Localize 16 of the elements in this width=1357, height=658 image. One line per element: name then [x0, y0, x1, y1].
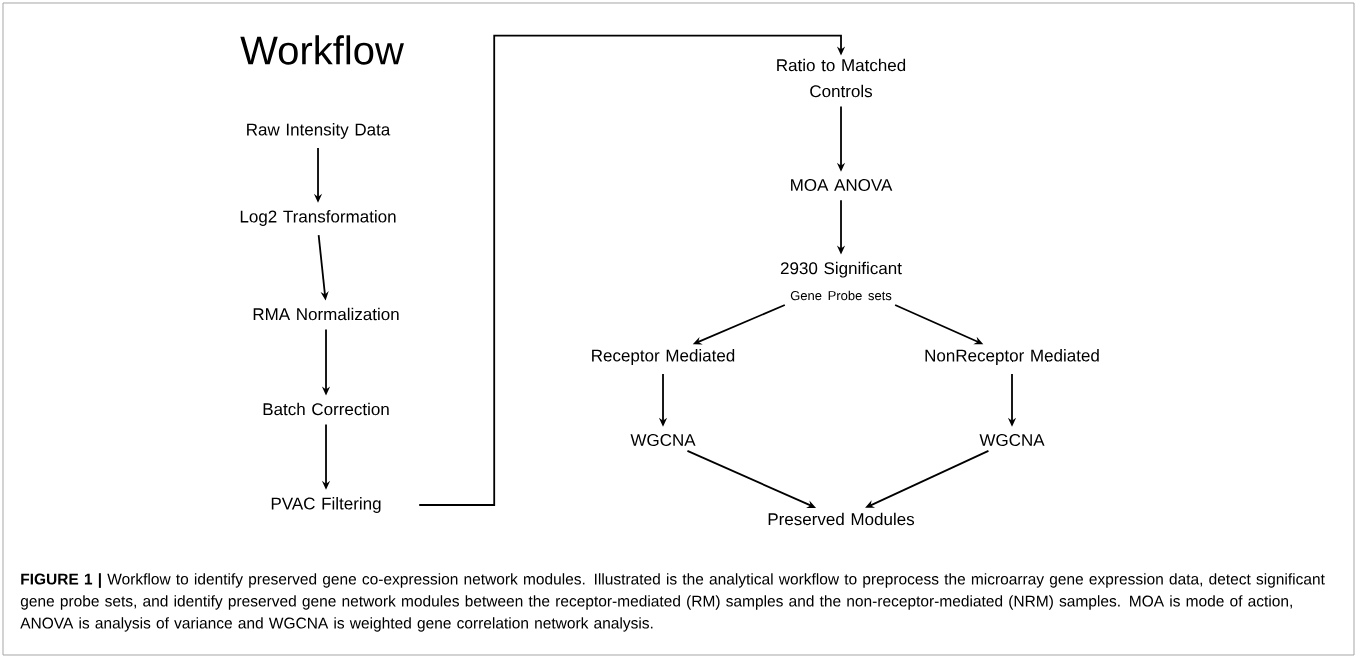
step-label: Ratio to Matched Controls	[777, 58, 906, 98]
step-label: 2930 Significant Gene Probe sets	[780, 261, 902, 301]
step-label: Preserved Modules	[768, 512, 915, 526]
step-label: Log2 Transformation	[240, 210, 396, 226]
step-label: WGCNA	[630, 433, 696, 446]
step-label: PVAC Filtering	[271, 497, 381, 513]
step-label: NonReceptor Mediated	[925, 349, 1099, 365]
step-label: Batch Correction	[263, 402, 389, 416]
step-label: MOA ANOVA	[791, 179, 893, 191]
step-label: Raw Intensity Data	[247, 123, 391, 139]
arrow	[418, 34, 846, 506]
step-label: Receptor Mediated	[592, 349, 735, 365]
caption: FIGURE 1 | Workflow to identify preserved gene co-expression network modules. Illustrated is the analytical workflow to preprocess the microarray gene expression data, detect significant gene probe sets, and identify preserved gene network modules between the receptor-mediated (RM) samples and the non-receptor-mediated (NRM) samples. MOA is mode of action, ANOVA is analysis of variance and WGCNA is weighted gene correlation network analysis.	[20, 573, 1325, 632]
step-label: WGCNA	[979, 433, 1045, 446]
title: Workflow	[240, 35, 404, 65]
step-label: RMA Normalization	[253, 307, 399, 321]
